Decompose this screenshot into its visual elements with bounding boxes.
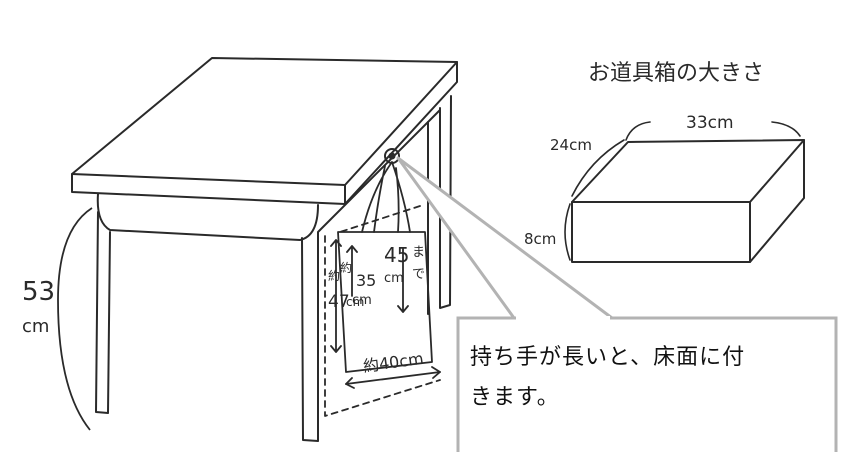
bag-outer-height-value: 47 — [328, 292, 350, 312]
handle-length-value: 45 — [384, 243, 409, 267]
callout-line-2: きます。 — [470, 385, 560, 410]
handle-length-arrow — [397, 247, 409, 313]
desk-top-front-edge — [71, 173, 346, 205]
toolbox-width-label: 33cm — [686, 113, 734, 133]
bag-body — [337, 231, 433, 373]
desk-top — [71, 57, 458, 186]
bag-outer-height-prefix: 約 — [328, 268, 340, 283]
hanging-bag — [324, 161, 441, 417]
drawer-box — [96, 193, 319, 241]
desk-height-unit: cm — [22, 316, 49, 337]
bag-width-arrow — [345, 371, 441, 385]
bag-inner-height-arrow — [346, 245, 358, 297]
toolbox-depth-label: 24cm — [550, 136, 592, 154]
desk-height-value: 53 — [22, 277, 55, 307]
callout-line-1: 持ち手が長いと、床面に付 — [470, 345, 746, 370]
callout-box — [456, 316, 838, 452]
handle-length-note1: ま — [412, 245, 425, 260]
toolbox-top — [571, 139, 805, 203]
desk-height-bracket — [57, 207, 93, 431]
bag-extension-dashed — [324, 235, 441, 417]
front-left-leg — [95, 211, 111, 414]
bag-width-label: 約40cm — [362, 349, 425, 376]
bag-outer-height-arrow — [330, 239, 342, 353]
toolbox-title: お道具箱の大きさ — [588, 61, 764, 86]
handle-length-unit: cm — [384, 271, 404, 286]
toolbox-height-label: 8cm — [524, 230, 556, 248]
bag-inner-height-value: 35 — [356, 271, 376, 290]
callout — [396, 156, 838, 452]
front-right-leg — [301, 237, 319, 442]
handle-length-note2: で — [412, 267, 425, 282]
toolbox-width-dim — [625, 121, 801, 141]
bag-inner-height-unit: cm — [352, 293, 372, 308]
bag-outer-height-unit: cm — [346, 295, 364, 309]
toolbox-front — [571, 201, 751, 263]
toolbox-height-dim — [564, 203, 571, 261]
toolbox-drawing — [564, 121, 805, 263]
toolbox-depth-dim — [571, 139, 625, 197]
toolbox-side — [749, 139, 805, 263]
bag-inner-height-prefix: 約 — [340, 260, 352, 275]
drawer-side — [317, 109, 441, 241]
callout-text: 持ち手が長いと、床面に付 きます。 — [470, 338, 830, 418]
desk-top-side-edge — [344, 61, 458, 205]
bag-handle — [361, 161, 411, 233]
